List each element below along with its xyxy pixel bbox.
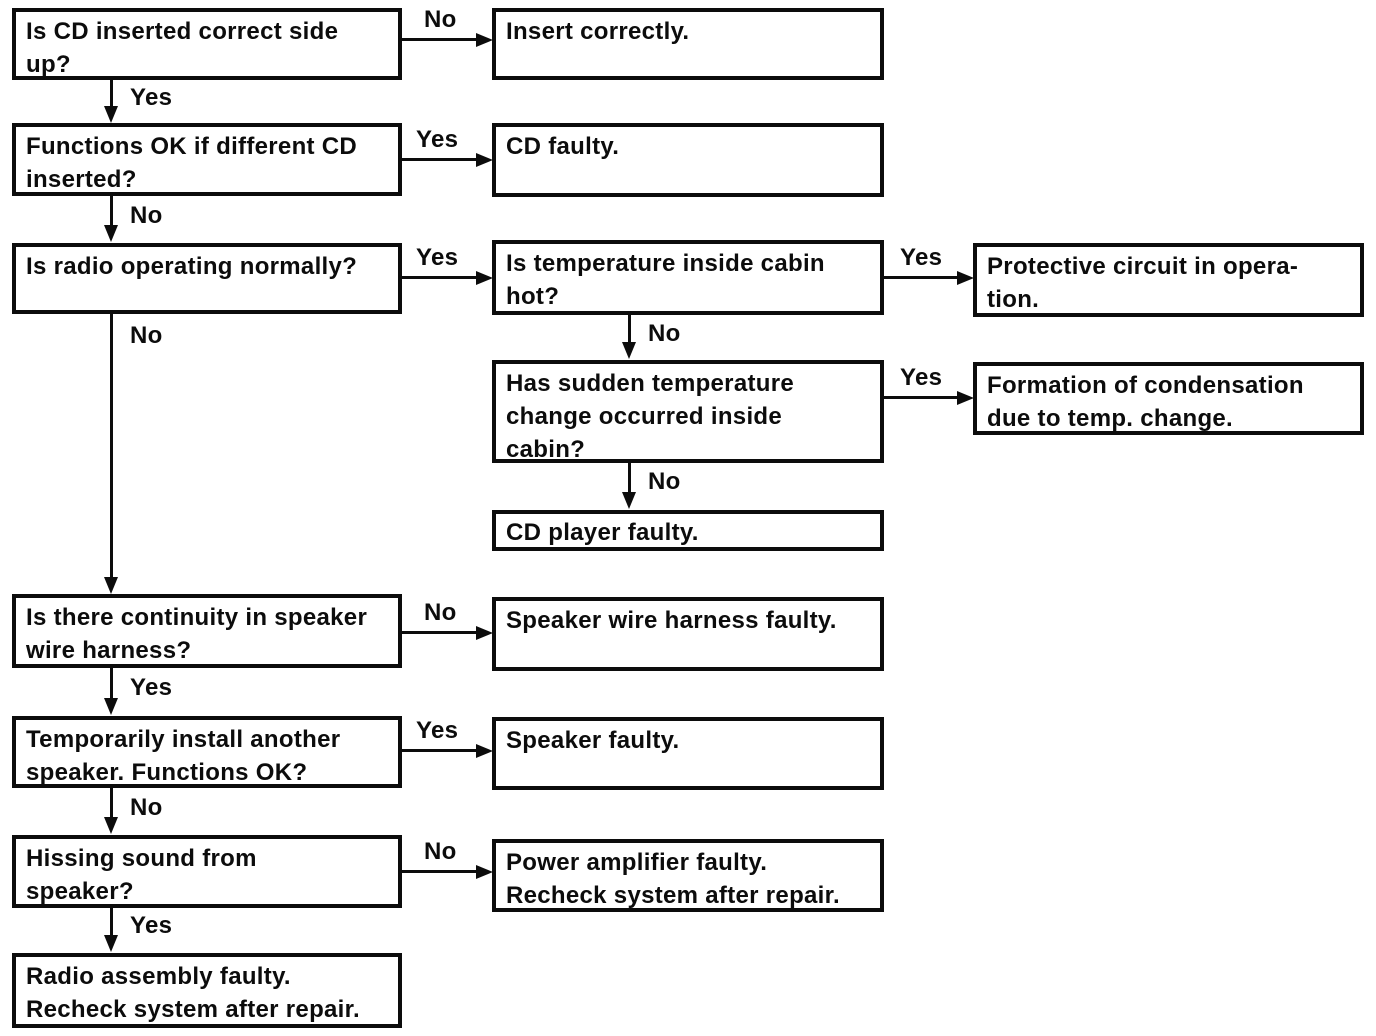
arrowhead-right-icon [476,33,493,47]
connector-label: Yes [900,244,943,271]
result-condensation-formation: Formation of condensation due to temp. c… [973,362,1364,435]
decision-sudden-temperature-change: Has sudden temperature change occurred i… [492,360,884,463]
box-text-line: cabin? [506,436,586,463]
box-text-line: Recheck system after repair. [26,996,360,1023]
decision-cd-inserted-correct-side: Is CD inserted correct side up? [12,8,402,80]
box-text-line: inserted? [26,166,137,193]
arrowhead-down-icon [104,577,118,594]
connector-label: No [130,794,163,821]
arrowhead-right-icon [476,744,493,758]
connector-line [402,158,478,161]
connector-label: No [424,599,457,626]
box-text-line: change occurred inside [506,403,783,430]
arrowhead-down-icon [104,817,118,834]
connector-line [110,196,113,227]
box-text-line: Power amplifier faulty. [506,849,768,876]
action-insert-correctly: Insert correctly. [492,8,884,80]
result-radio-assembly-faulty: Radio assembly faulty. Recheck system af… [12,953,402,1028]
connector-label: Yes [416,244,459,271]
connector-line [110,314,113,578]
box-text-line: Is there continuity in speaker [26,604,368,631]
connector-label: No [648,320,681,347]
box-text-line: Is temperature inside cabin [506,250,825,277]
arrowhead-right-icon [476,865,493,879]
arrowhead-down-icon [104,225,118,242]
decision-install-another-speaker: Temporarily install another speaker. Fun… [12,716,402,788]
connector-label: Yes [130,912,173,939]
decision-speaker-harness-continuity: Is there continuity in speaker wire harn… [12,594,402,668]
box-text-line: speaker? [26,878,134,905]
box-text-line: Formation of condensation [987,372,1304,399]
box-text-line: Radio assembly faulty. [26,963,291,990]
box-text-line: Is CD inserted correct side [26,18,339,45]
connector-line [110,908,113,937]
box-text-line: CD player faulty. [506,519,699,546]
connector-line [402,276,478,279]
result-power-amplifier-faulty: Power amplifier faulty. Recheck system a… [492,839,884,912]
decision-hissing-sound-from-speaker: Hissing sound from speaker? [12,835,402,908]
connector-line [402,870,478,873]
connector-label: Yes [416,126,459,153]
box-text-line: CD faulty. [506,133,620,160]
connector-line [402,631,478,634]
arrowhead-right-icon [476,271,493,285]
result-protective-circuit-in-operation: Protective circuit in opera- tion. [973,243,1364,317]
connector-label: No [424,6,457,33]
arrowhead-right-icon [957,391,974,405]
box-text-line: Hissing sound from [26,845,257,872]
box-text-line: Is radio operating normally? [26,253,358,280]
connector-label: Yes [900,364,943,391]
decision-different-cd-functions-ok: Functions OK if different CD inserted? [12,123,402,196]
arrowhead-right-icon [476,153,493,167]
connector-label: No [424,838,457,865]
connector-label: Yes [130,84,173,111]
result-cd-player-faulty: CD player faulty. [492,510,884,551]
connector-line [402,749,478,752]
connector-label: Yes [130,674,173,701]
connector-label: No [648,468,681,495]
arrowhead-down-icon [622,492,636,509]
box-text-line: Functions OK if different CD [26,133,358,160]
connector-line [110,668,113,700]
connector-line [628,315,631,344]
connector-label: No [130,322,163,349]
connector-line [110,788,113,819]
box-text-line: up? [26,51,71,78]
connector-label: Yes [416,717,459,744]
arrowhead-right-icon [957,271,974,285]
box-text-line: Speaker faulty. [506,727,680,754]
box-text-line: Temporarily install another [26,726,341,753]
arrowhead-right-icon [476,626,493,640]
arrowhead-down-icon [622,342,636,359]
arrowhead-down-icon [104,106,118,123]
box-text-line: Has sudden temperature [506,370,795,397]
result-cd-faulty: CD faulty. [492,123,884,197]
box-text-line: hot? [506,283,560,310]
decision-radio-operating-normally: Is radio operating normally? [12,243,402,314]
decision-cabin-temperature-hot: Is temperature inside cabin hot? [492,240,884,315]
box-text-line: tion. [987,286,1040,313]
result-speaker-faulty: Speaker faulty. [492,717,884,790]
connector-label: No [130,202,163,229]
connector-line [110,80,113,108]
box-text-line: Speaker wire harness faulty. [506,607,837,634]
arrowhead-down-icon [104,698,118,715]
result-speaker-wire-harness-faulty: Speaker wire harness faulty. [492,597,884,671]
box-text-line: Protective circuit in opera- [987,253,1299,280]
connector-line [884,396,959,399]
box-text-line: speaker. Functions OK? [26,759,308,786]
box-text-line: Recheck system after repair. [506,882,840,909]
box-text-line: wire harness? [26,637,192,664]
connector-line [628,463,631,494]
connector-line [884,276,959,279]
box-text-line: Insert correctly. [506,18,690,45]
box-text-line: due to temp. change. [987,405,1234,432]
arrowhead-down-icon [104,935,118,952]
connector-line [402,38,478,41]
